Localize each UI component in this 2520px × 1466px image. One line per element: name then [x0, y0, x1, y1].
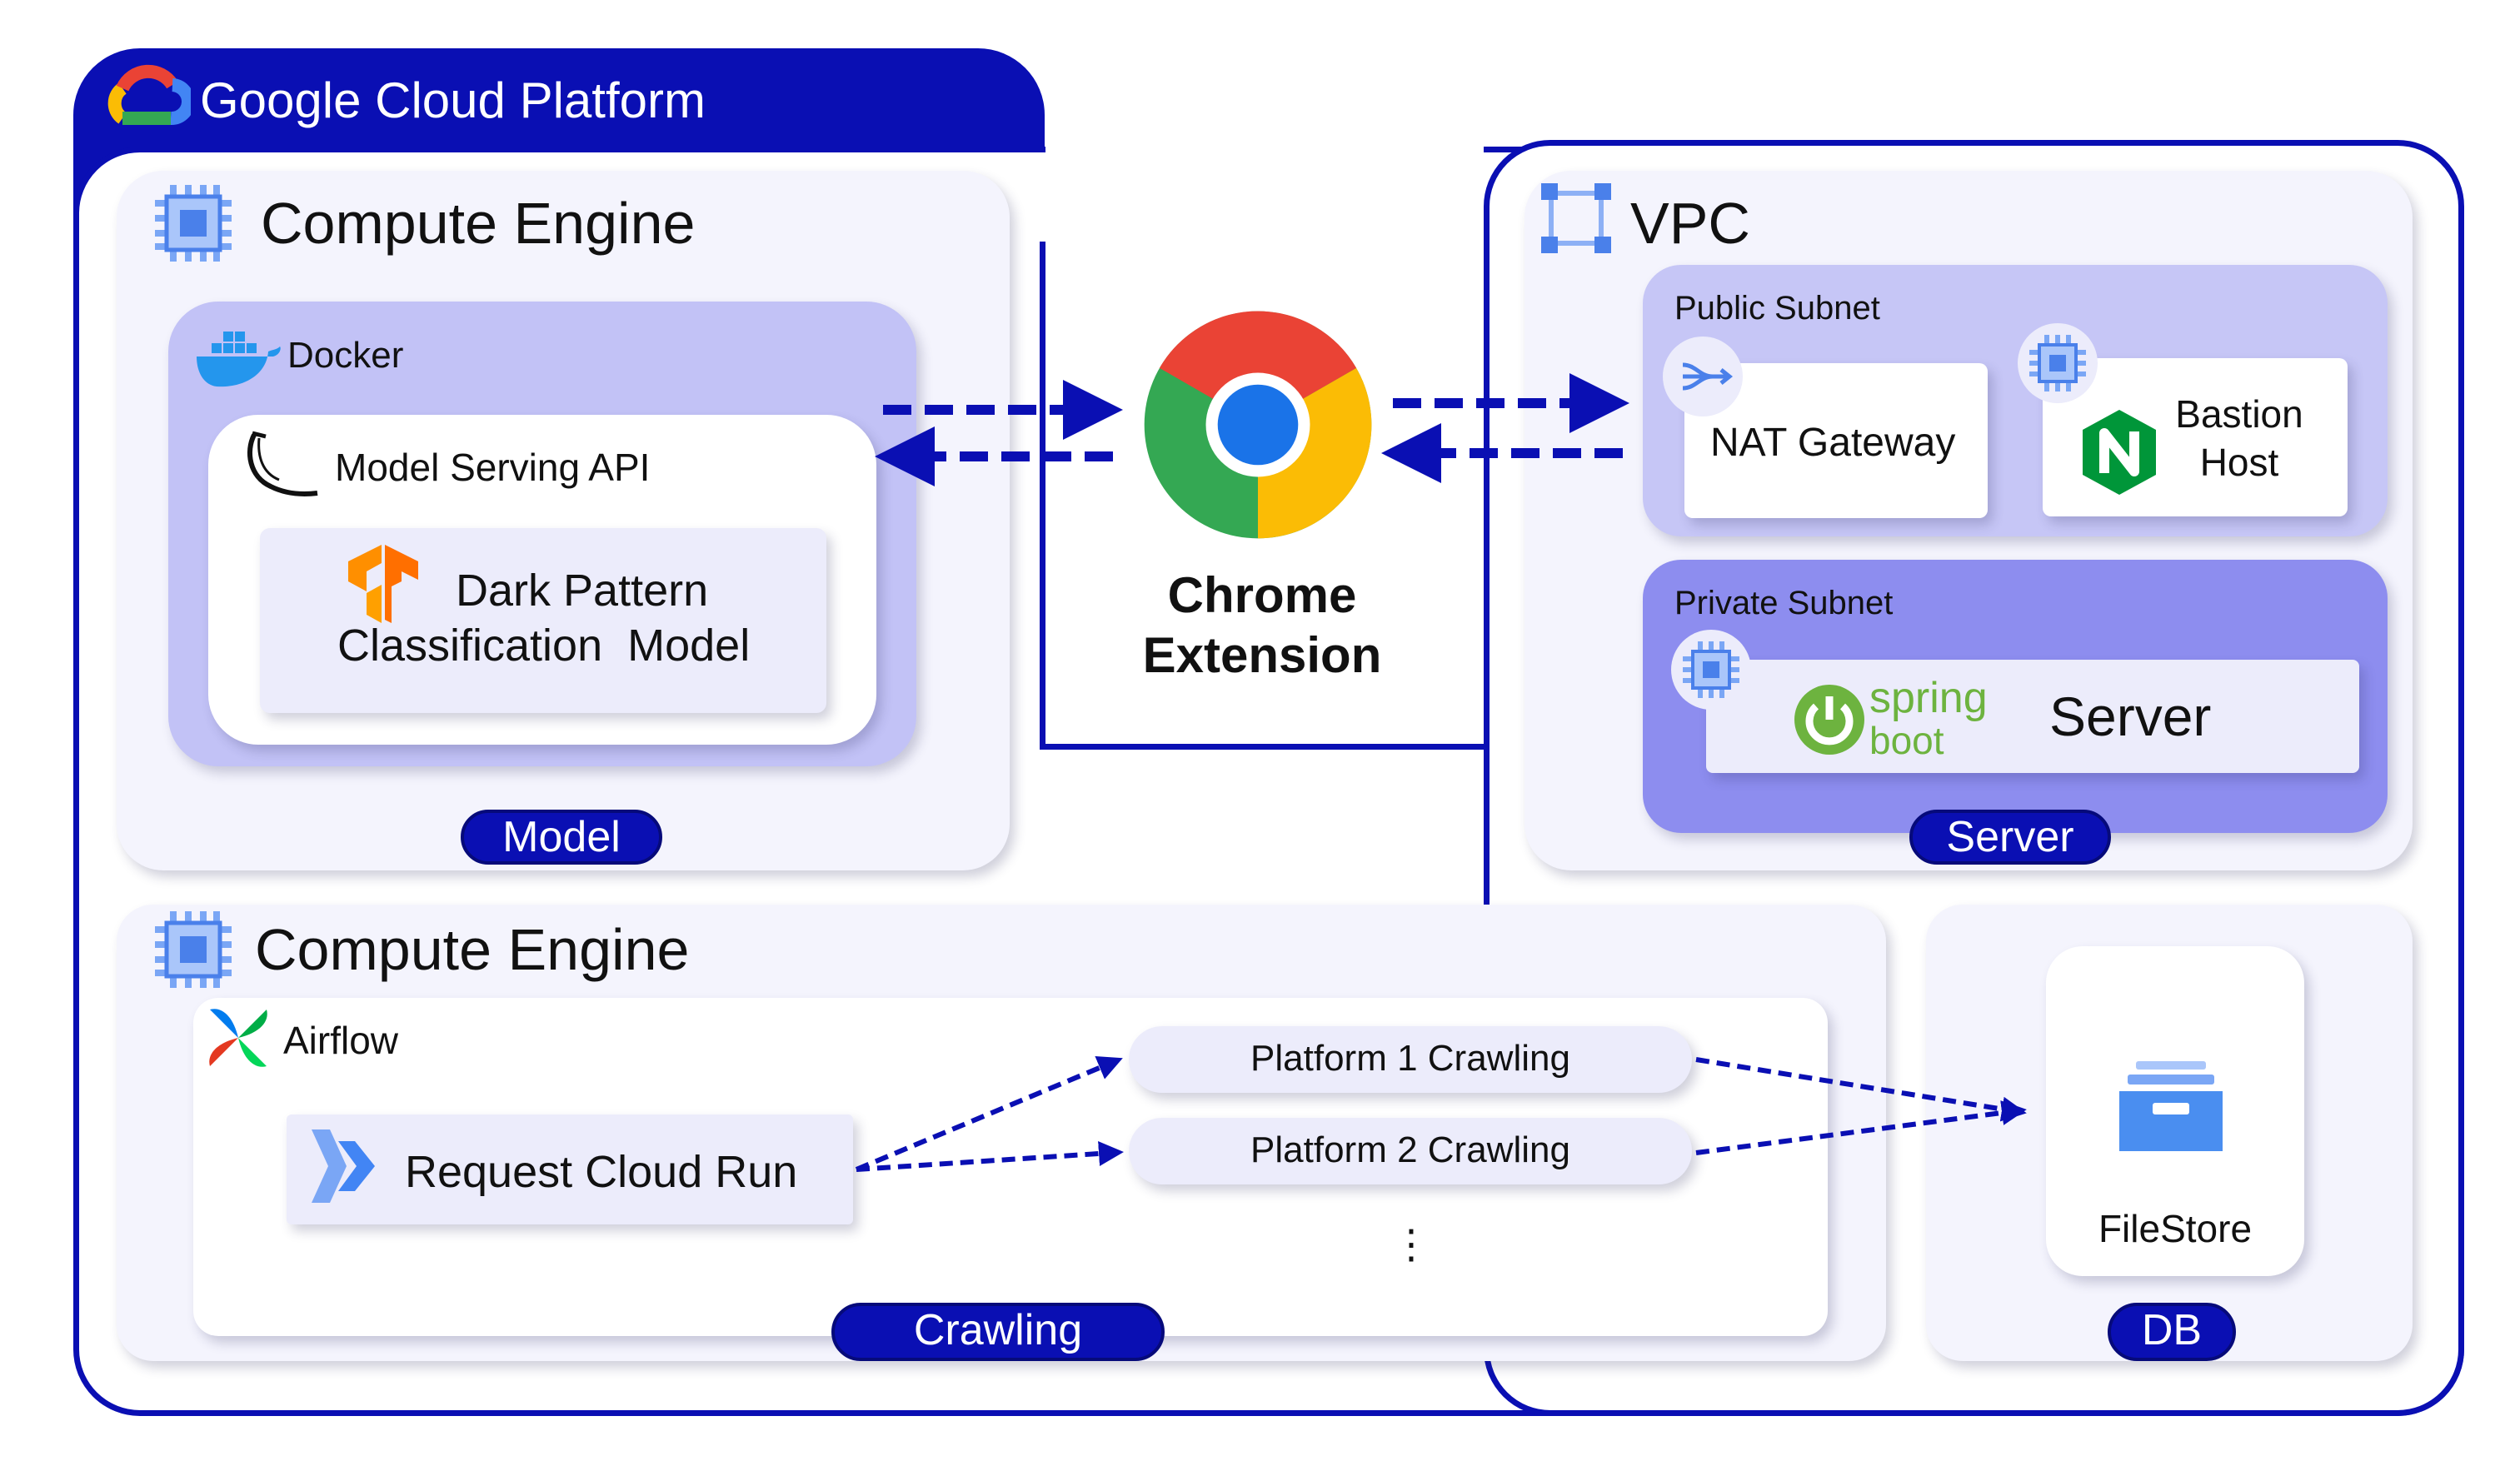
google-cloud-icon — [107, 64, 191, 125]
flask-icon — [247, 431, 318, 496]
spring-text: spring — [1869, 674, 1988, 722]
platform1-label: Platform 1 Crawling — [1250, 1038, 1570, 1079]
filestore-label: FileStore — [2098, 1207, 2253, 1250]
vpc-header: VPC — [1630, 191, 1750, 256]
gcp-title: Google Cloud Platform — [200, 72, 706, 128]
model-name-line2: Classification Model — [337, 621, 751, 671]
server-label: Server — [2049, 686, 2212, 747]
platform1-card — [1129, 1026, 1692, 1093]
arrow-chrome-to-vpc — [1381, 373, 1629, 483]
model-compute-header: Compute Engine — [261, 191, 696, 256]
airflow-label: Airflow — [283, 1019, 399, 1062]
spring-boot-icon — [1794, 685, 1864, 755]
more-platforms-ellipsis: ⋮ — [1391, 1223, 1431, 1267]
server-chip-icon — [1671, 630, 1751, 710]
vpc-icon — [1541, 183, 1611, 253]
arrow-model-to-chrome — [875, 380, 1123, 486]
bastion-line2: Host — [2199, 441, 2279, 484]
cloud-run-icon — [312, 1129, 375, 1203]
server-badge: Server — [1909, 810, 2111, 865]
nat-gateway-label: NAT Gateway — [1710, 421, 1956, 465]
model-serving-api-label: Model Serving API — [335, 446, 651, 489]
chrome-icon — [1144, 311, 1372, 539]
model-name-line1: Dark Pattern — [456, 566, 709, 616]
crawling-badge: Crawling — [831, 1303, 1165, 1361]
compute-engine-chip-icon-2 — [155, 911, 232, 988]
bastion-line1: Bastion — [2175, 392, 2303, 436]
platform2-label: Platform 2 Crawling — [1250, 1129, 1570, 1170]
request-cloud-run-card — [287, 1114, 853, 1224]
nat-gateway-icon — [1663, 337, 1743, 416]
filestore-icon — [2119, 1061, 2223, 1151]
model-badge: Model — [461, 810, 662, 865]
chrome-extension-line2: Extension — [1142, 627, 1382, 683]
crawling-arrows — [855, 1055, 2027, 1172]
docker-icon — [197, 332, 281, 387]
nginx-icon — [2083, 410, 2156, 495]
public-subnet-label: Public Subnet — [1674, 290, 1880, 327]
tensorflow-icon — [348, 545, 418, 623]
chrome-extension-line1: Chrome — [1167, 567, 1357, 623]
db-badge: DB — [2108, 1303, 2236, 1361]
docker-label: Docker — [287, 335, 404, 376]
boot-text: boot — [1869, 719, 1944, 762]
airflow-icon — [209, 1009, 267, 1067]
chrome-region-top-cover — [1045, 147, 1484, 247]
bastion-chip-icon — [2018, 323, 2098, 403]
platform2-card — [1129, 1118, 1692, 1184]
request-cloud-run-label: Request Cloud Run — [405, 1147, 798, 1197]
compute-engine-chip-icon — [155, 185, 232, 262]
crawling-compute-header: Compute Engine — [255, 917, 690, 982]
private-subnet-label: Private Subnet — [1674, 585, 1894, 621]
